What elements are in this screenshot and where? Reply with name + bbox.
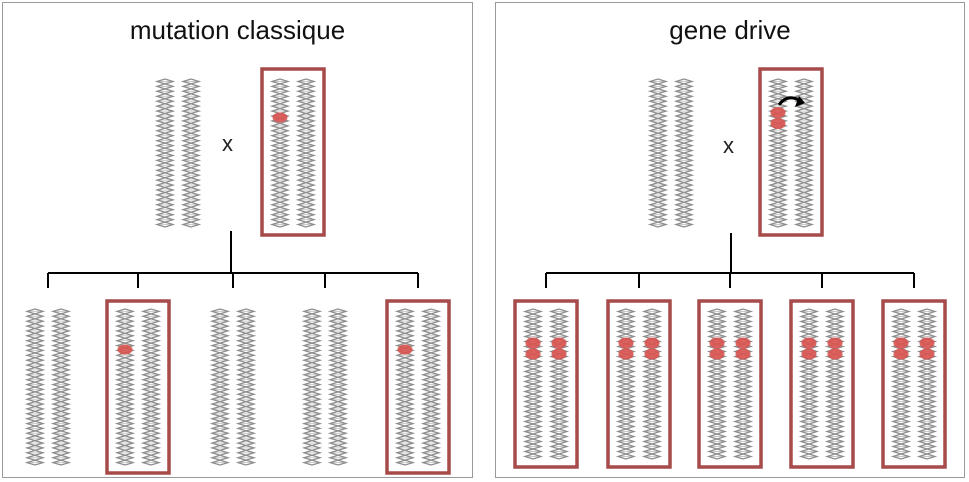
highlight-box xyxy=(260,67,326,237)
chromosome xyxy=(706,308,728,460)
mutation-marker xyxy=(709,337,725,349)
arrow-head xyxy=(795,96,805,107)
inheritance-diagram xyxy=(513,67,947,469)
chromosome-pair xyxy=(301,308,349,466)
mutation-marker xyxy=(709,348,725,360)
chromosome xyxy=(140,308,162,466)
mutation-classique-panel: mutation classique x xyxy=(2,2,473,478)
chromosome-pair xyxy=(881,299,947,469)
mutation-marker xyxy=(827,348,843,360)
panel-title: gene drive xyxy=(669,15,791,45)
chromosome-pair xyxy=(260,67,326,237)
chromosome-pair xyxy=(209,308,257,466)
chromosome xyxy=(24,308,46,466)
highlight-box xyxy=(758,67,824,237)
mutation-marker xyxy=(618,348,634,360)
highlight-box xyxy=(105,299,171,475)
mutation-marker xyxy=(919,337,935,349)
chromosome xyxy=(50,308,72,466)
chromosome xyxy=(301,308,323,466)
chromosome xyxy=(522,308,544,460)
chromosome-pair xyxy=(758,67,824,237)
mutation-marker xyxy=(551,348,567,360)
chromosome xyxy=(209,308,231,466)
chromosome xyxy=(798,308,820,460)
mutation-marker xyxy=(272,112,288,123)
chromosome xyxy=(793,78,815,228)
chromosome-pair xyxy=(647,78,695,228)
chromosome xyxy=(420,308,442,466)
highlight-box xyxy=(697,299,763,469)
chromosome xyxy=(394,308,416,466)
mutation-marker xyxy=(618,337,634,349)
chromosome xyxy=(916,308,938,460)
chromosome xyxy=(615,308,637,460)
chromosome xyxy=(295,78,317,228)
mutation-marker xyxy=(893,348,909,360)
chromosome xyxy=(824,308,846,460)
chromosome-pair xyxy=(606,299,672,469)
mutation-marker xyxy=(525,337,541,349)
chromosome-pair xyxy=(105,299,171,475)
chromosome-pair xyxy=(385,299,451,475)
mutation-marker xyxy=(801,337,817,349)
chromosome-pair xyxy=(697,299,763,469)
mutation-marker xyxy=(770,106,786,118)
mutation-marker xyxy=(801,348,817,360)
mutation-marker xyxy=(397,344,413,355)
chromosome xyxy=(767,78,789,228)
cross-symbol: x xyxy=(222,131,233,156)
chromosome-pair xyxy=(789,299,855,469)
gene-drive-panel: gene drive x xyxy=(495,2,965,478)
chromosome xyxy=(180,78,202,228)
mutation-marker xyxy=(117,344,133,355)
highlight-box xyxy=(789,299,855,469)
mutation-marker xyxy=(644,348,660,360)
mutation-marker xyxy=(735,348,751,360)
chromosome xyxy=(327,308,349,466)
inheritance-diagram xyxy=(24,67,451,475)
chromosome-pair xyxy=(24,308,72,466)
panel-title: mutation classique xyxy=(129,15,346,45)
highlight-box xyxy=(881,299,947,469)
mutation-marker xyxy=(551,337,567,349)
highlight-box xyxy=(606,299,672,469)
mutation-marker xyxy=(893,337,909,349)
mutation-marker xyxy=(827,337,843,349)
mutation-marker xyxy=(525,348,541,360)
chromosome xyxy=(114,308,136,466)
mutation-marker xyxy=(644,337,660,349)
chromosome xyxy=(673,78,695,228)
chromosome xyxy=(641,308,663,460)
chromosome-pair xyxy=(154,78,202,228)
chromosome xyxy=(647,78,669,228)
chromosome xyxy=(269,78,291,228)
chromosome xyxy=(732,308,754,460)
mutation-marker xyxy=(770,117,786,129)
highlight-box xyxy=(513,299,579,469)
chromosome xyxy=(890,308,912,460)
chromosome-pair xyxy=(513,299,579,469)
highlight-box xyxy=(385,299,451,475)
chromosome xyxy=(548,308,570,460)
cross-symbol: x xyxy=(723,133,734,158)
mutation-marker xyxy=(735,337,751,349)
chromosome xyxy=(154,78,176,228)
mutation-marker xyxy=(919,348,935,360)
chromosome xyxy=(235,308,257,466)
